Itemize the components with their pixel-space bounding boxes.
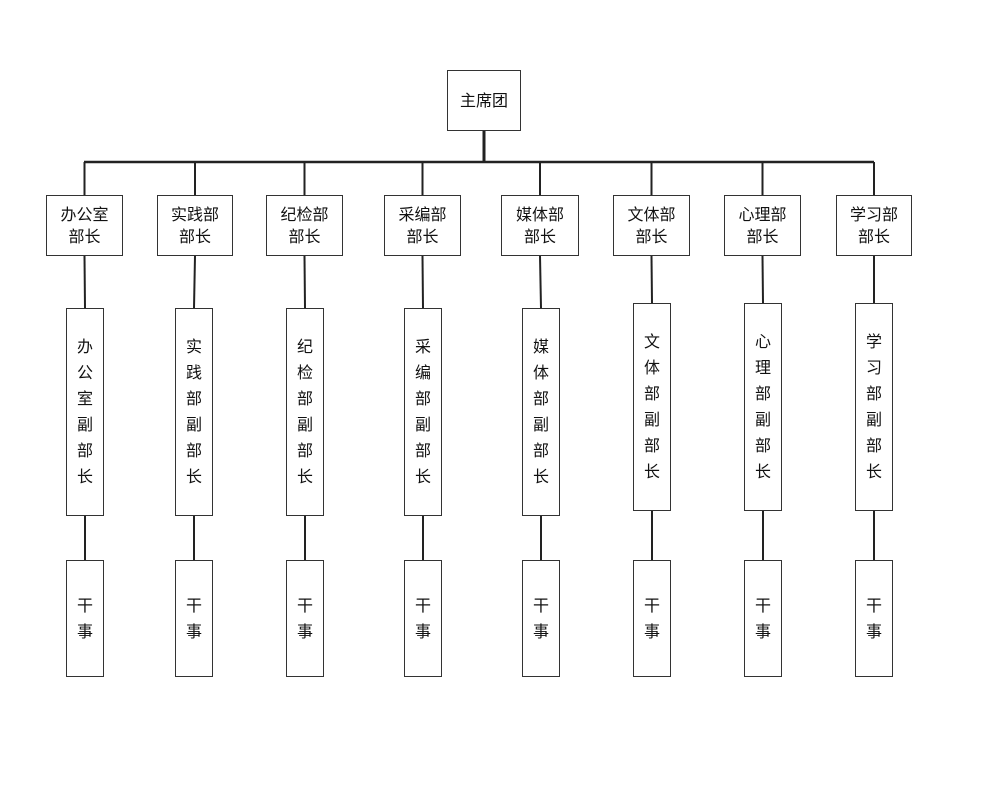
- staff-label: 干事: [414, 595, 431, 641]
- staff-node: 干事: [855, 560, 893, 677]
- dept-head-line1: 实践部: [170, 204, 219, 224]
- deputy-label: 采编部副部长: [414, 337, 431, 486]
- deputy-label: 办公室副部长: [76, 337, 93, 486]
- staff-node: 干事: [175, 560, 213, 677]
- staff-node: 干事: [404, 560, 442, 677]
- deputy-connector: [761, 255, 764, 304]
- dept-head-line1: 学习部: [849, 204, 898, 224]
- root-node-presidium: 主席团: [447, 70, 521, 131]
- deputy-head-node: 文体部副部长: [633, 303, 671, 511]
- staff-label: 干事: [865, 595, 882, 641]
- dept-head-node: 心理部部长: [724, 195, 801, 256]
- deputy-head-node: 学习部副部长: [855, 303, 893, 511]
- staff-node: 干事: [522, 560, 560, 677]
- dept-head-node: 学习部部长: [836, 195, 912, 256]
- deputy-connector: [650, 255, 653, 304]
- staff-node: 干事: [633, 560, 671, 677]
- staff-label: 干事: [76, 595, 93, 641]
- dept-head-node: 纪检部部长: [266, 195, 343, 256]
- deputy-label: 实践部副部长: [185, 337, 202, 486]
- dept-head-line1: 纪检部: [280, 204, 329, 224]
- dept-head-line2: 部长: [178, 226, 211, 246]
- dept-head-line2: 部长: [406, 226, 439, 246]
- dept-head-line2: 部长: [523, 226, 556, 246]
- staff-label: 干事: [296, 595, 313, 641]
- staff-node: 干事: [66, 560, 104, 677]
- dept-head-line1: 办公室: [60, 204, 109, 224]
- deputy-label: 心理部副部长: [754, 332, 771, 481]
- deputy-head-node: 采编部副部长: [404, 308, 442, 516]
- dept-head-line2: 部长: [857, 226, 890, 246]
- staff-label: 干事: [754, 595, 771, 641]
- dept-head-line1: 媒体部: [515, 204, 564, 224]
- deputy-label: 媒体部副部长: [532, 337, 549, 486]
- dept-head-line1: 文体部: [627, 204, 676, 224]
- deputy-head-node: 心理部副部长: [744, 303, 782, 511]
- staff-label: 干事: [185, 595, 202, 641]
- deputy-head-node: 媒体部副部长: [522, 308, 560, 516]
- dept-head-line1: 心理部: [738, 204, 787, 224]
- dept-head-node: 办公室部长: [46, 195, 123, 256]
- dept-head-node: 媒体部部长: [501, 195, 579, 256]
- deputy-label: 文体部副部长: [643, 332, 660, 481]
- deputy-connector: [303, 255, 306, 309]
- deputy-head-node: 办公室副部长: [66, 308, 104, 516]
- deputy-head-node: 纪检部副部长: [286, 308, 324, 516]
- deputy-label: 学习部副部长: [865, 332, 882, 481]
- deputy-connector: [193, 255, 196, 309]
- root-label: 主席团: [459, 90, 508, 110]
- dept-head-node: 文体部部长: [613, 195, 690, 256]
- dept-head-node: 采编部部长: [384, 195, 461, 256]
- dept-head-node: 实践部部长: [157, 195, 233, 256]
- dept-head-line2: 部长: [288, 226, 321, 246]
- staff-label: 干事: [532, 595, 549, 641]
- staff-node: 干事: [286, 560, 324, 677]
- dept-head-line2: 部长: [68, 226, 101, 246]
- deputy-connector: [539, 255, 542, 309]
- deputy-head-node: 实践部副部长: [175, 308, 213, 516]
- staff-node: 干事: [744, 560, 782, 677]
- staff-label: 干事: [643, 595, 660, 641]
- deputy-label: 纪检部副部长: [296, 337, 313, 486]
- dept-head-line2: 部长: [746, 226, 779, 246]
- dept-head-line1: 采编部: [398, 204, 447, 224]
- deputy-connector: [83, 255, 86, 309]
- deputy-connector: [421, 255, 424, 309]
- dept-head-line2: 部长: [635, 226, 668, 246]
